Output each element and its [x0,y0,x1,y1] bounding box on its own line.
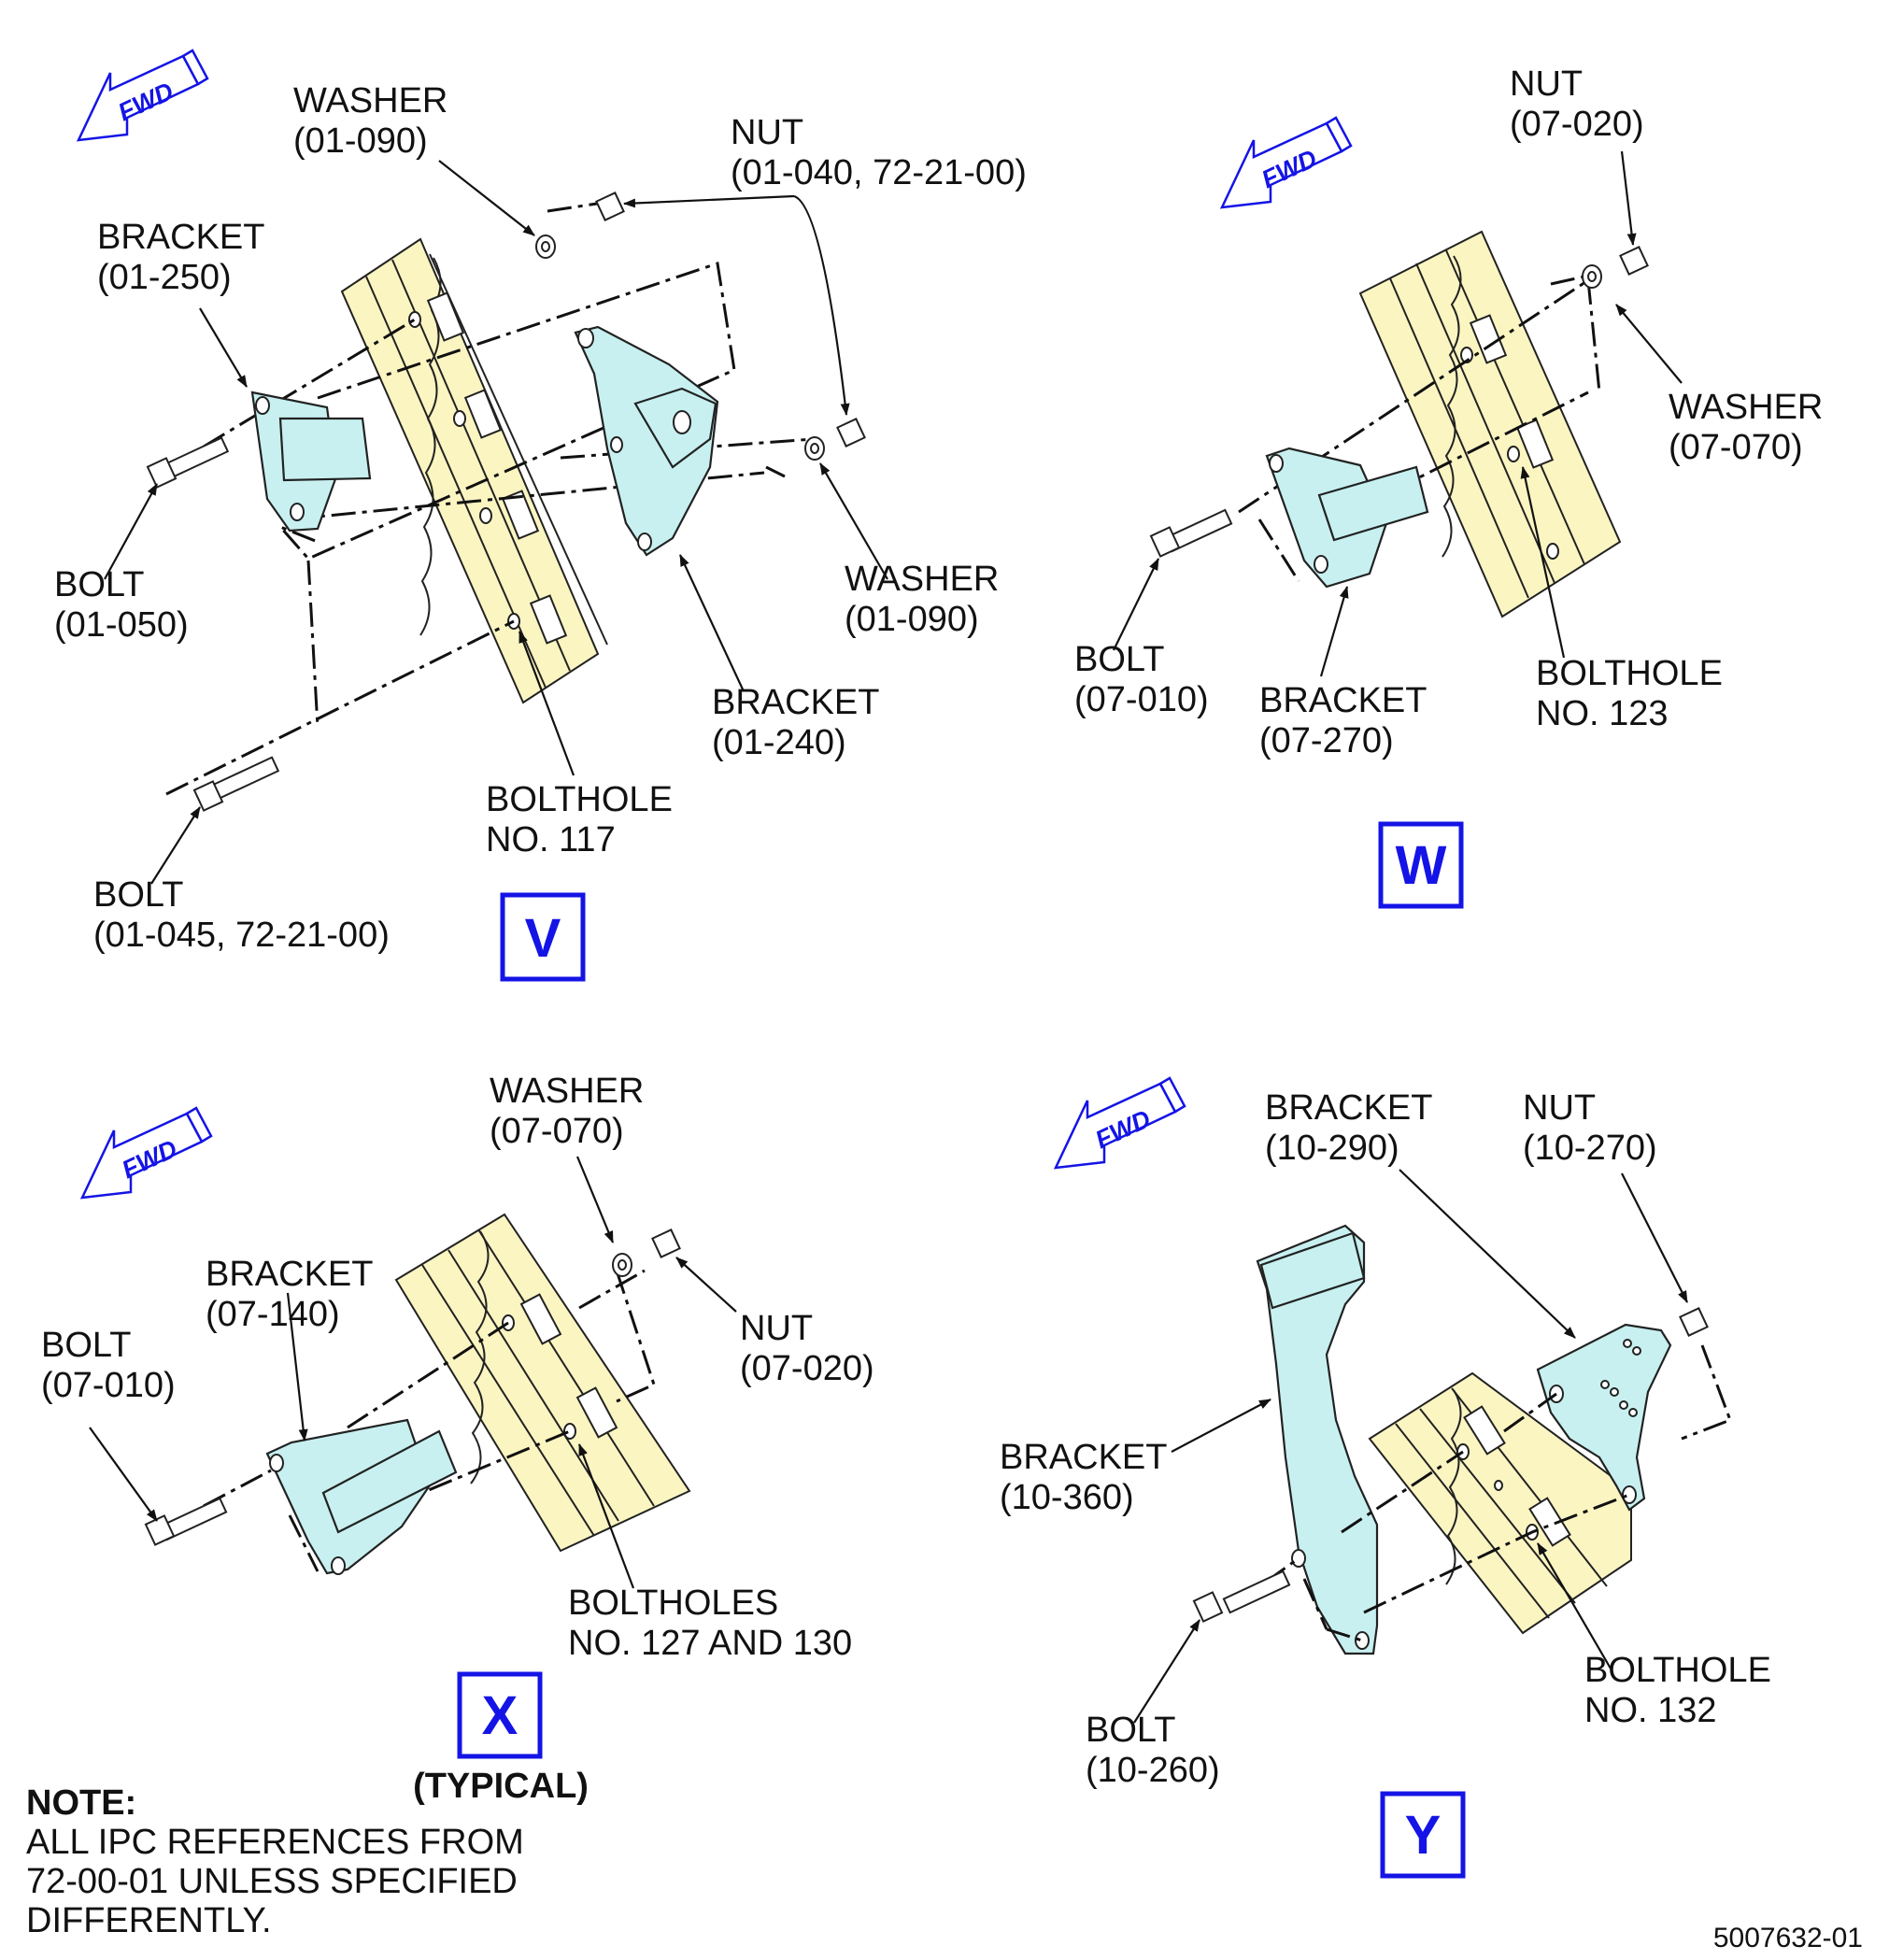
label-washer-07-070-w: WASHER(07-070) [1669,388,1823,467]
view-y-labels: BRACKET(10-290) NUT(10-270) BRACKET(10-3… [1000,1088,1771,1879]
note-block: NOTE: ALL IPC REFERENCES FROM 72-00-01 U… [26,1783,533,1940]
view-x-subtitle: (TYPICAL) [413,1767,589,1806]
fwd-arrow-icon-v: FWD [76,49,209,142]
bolt-10-260 [1222,1569,1291,1614]
label-bracket-01-240: BRACKET(01-240) [712,683,879,762]
figure-number: 5007632-01 [1713,1923,1863,1953]
label-nut-10-270: NUT(10-270) [1523,1088,1657,1168]
label-nut-07-020-x: NUT(07-020) [740,1309,874,1388]
flange-x [394,1213,691,1553]
view-box-w [1378,821,1464,909]
label-nut-01-040: NUT(01-040, 72-21-00) [731,113,1027,192]
label-bolt-07-010-x: BOLT(07-010) [41,1326,176,1405]
nut-07-020 [1619,246,1649,276]
bracket-01-240 [574,325,719,557]
note-title: NOTE: [26,1783,136,1823]
view-box-y [1380,1791,1466,1879]
nut-10-270 [1679,1307,1709,1337]
view-box-v [500,892,586,982]
nut-07-020-x [651,1229,681,1258]
view-w-drawing [1113,150,1683,677]
fwd-arrow-icon-w: FWD [1219,116,1353,209]
view-box-x [457,1671,543,1759]
view-letter-y: Y [1405,1805,1442,1866]
nut-01-040-top [595,192,625,221]
label-bolt-07-010-w: BOLT(07-010) [1074,640,1209,719]
view-letter-v: V [525,908,561,969]
label-bolt-01-045: BOLT(01-045, 72-21-00) [93,875,390,955]
label-washer-01-090-right: WASHER(01-090) [845,560,999,639]
label-washer-01-090-top: WASHER(01-090) [293,81,447,161]
label-bolt-10-260: BOLT(10-260) [1086,1711,1220,1790]
label-bracket-10-360: BRACKET(10-360) [1000,1438,1167,1517]
label-washer-07-070-x: WASHER(07-070) [490,1072,644,1151]
label-bracket-07-270: BRACKET(07-270) [1259,681,1427,760]
flange-w [1358,230,1622,618]
label-bolt-01-050: BOLT(01-050) [54,565,189,645]
label-bracket-07-140: BRACKET(07-140) [206,1255,373,1334]
view-letter-x: X [482,1685,518,1746]
note-text: ALL IPC REFERENCES FROM 72-00-01 UNLESS … [26,1823,533,1940]
view-letter-w: W [1396,835,1447,896]
fwd-arrow-icon-y: FWD [1053,1076,1186,1170]
nut-01-040-right [836,418,866,447]
view-v-drawing [104,160,888,885]
label-bracket-01-250: BRACKET(01-250) [97,218,264,297]
fwd-arrow-icon-x: FWD [79,1106,213,1200]
bracket-10-290 [1536,1323,1672,1512]
flange-y [1368,1371,1632,1635]
view-v-labels: WASHER(01-090) NUT(01-040, 72-21-00) BRA… [54,81,1027,982]
view-x-labels: WASHER(07-070) BRACKET(07-140) BOLT(07-0… [41,1072,874,1806]
view-y-drawing [1133,1169,1732,1724]
label-nut-07-020-w: NUT(07-020) [1510,64,1644,144]
view-x-drawing [89,1156,737,1589]
view-w-labels: NUT(07-020) WASHER(07-070) BOLT(07-010) … [1074,64,1823,909]
label-bracket-10-290: BRACKET(10-290) [1265,1088,1432,1168]
